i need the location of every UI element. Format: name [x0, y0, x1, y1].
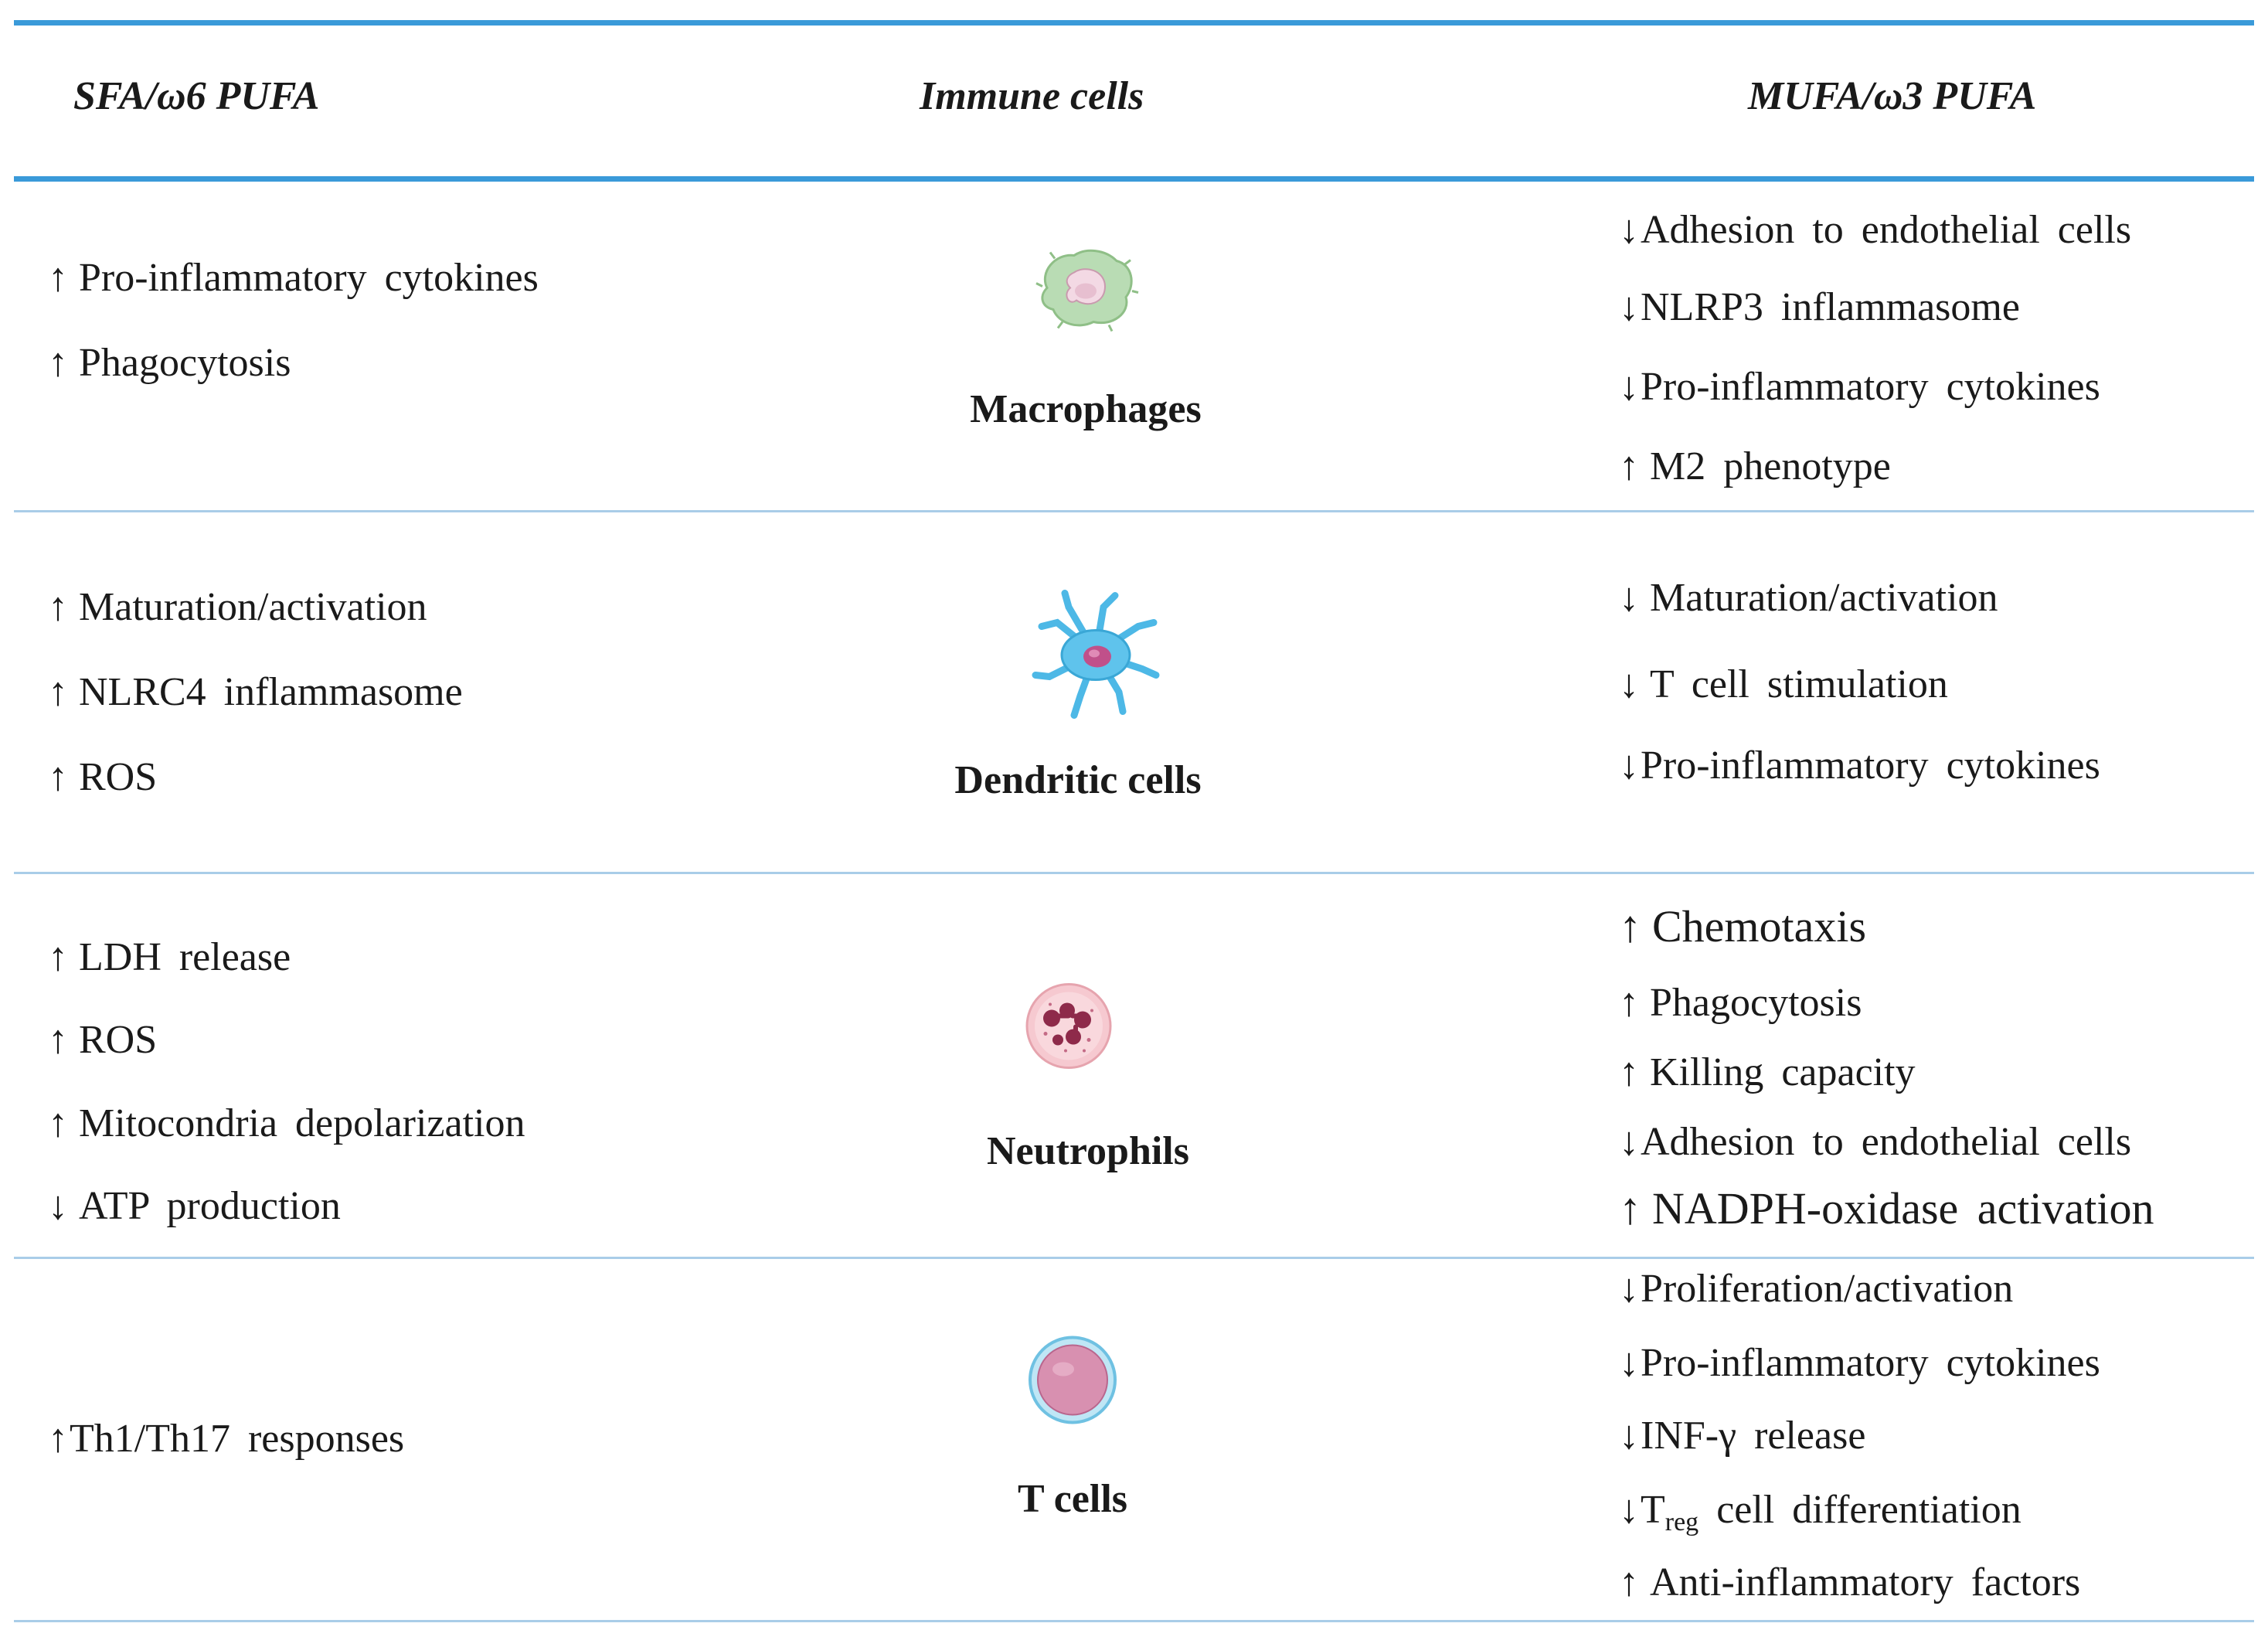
list-item: ↓Adhesion to endothelial cells	[1619, 1120, 2132, 1164]
cell-label-t-cells: T cells	[1017, 1477, 1128, 1521]
row-divider	[14, 872, 2254, 874]
neutrophil-icon	[1022, 980, 1115, 1077]
list-item: ↓Adhesion to endothelial cells	[1619, 208, 2132, 252]
list-item: ↑Mitocondria depolarization	[48, 1101, 525, 1145]
cell-label-dendritic-cells: Dendritic cells	[954, 758, 1202, 802]
list-item: ↑NLRC4 inflammasome	[48, 670, 463, 714]
macrophage-icon	[1032, 242, 1140, 339]
list-item: ↑NADPH-oxidase activation	[1619, 1183, 2154, 1234]
header-middle: Immune cells	[920, 74, 1144, 118]
row-divider	[14, 1257, 2254, 1259]
list-item: ↓Pro-inflammatory cytokines	[1619, 1341, 2100, 1385]
list-item: ↓ATP production	[48, 1184, 341, 1228]
list-item: ↓Proliferation/activation	[1619, 1267, 2014, 1311]
cell-label-macrophages: Macrophages	[970, 387, 1202, 431]
list-item: ↓Treg cell differentiation	[1619, 1488, 2021, 1536]
list-item: ↑LDH release	[48, 935, 291, 979]
list-item: ↑Killing capacity	[1619, 1050, 1916, 1094]
list-item: ↓NLRP3 inflammasome	[1619, 285, 2020, 329]
top-rule	[14, 20, 2254, 26]
list-item: ↓T cell stimulation	[1619, 662, 1948, 706]
list-item: ↑Pro-inflammatory cytokines	[48, 256, 539, 300]
list-item: ↓Pro-inflammatory cytokines	[1619, 744, 2100, 788]
bottom-rule	[14, 1620, 2254, 1622]
cell-label-neutrophils: Neutrophils	[987, 1129, 1189, 1173]
header-left: SFA/ω6 PUFA	[73, 74, 320, 118]
list-item: ↑Th1/Th17 responses	[48, 1417, 405, 1461]
t-cell-icon	[1026, 1334, 1119, 1431]
list-item: ↑M2 phenotype	[1619, 444, 1891, 488]
list-item: ↑ROS	[48, 755, 158, 799]
list-item: ↓Maturation/activation	[1619, 576, 1998, 620]
list-item: ↑Maturation/activation	[48, 585, 427, 629]
list-item: ↓INF-γ release	[1619, 1414, 1866, 1458]
header-rule	[14, 176, 2254, 182]
list-item: ↓Pro-inflammatory cytokines	[1619, 365, 2100, 409]
header-right: MUFA/ω3 PUFA	[1748, 74, 2037, 118]
list-item: ↑Phagocytosis	[1619, 981, 1862, 1025]
row-divider	[14, 510, 2254, 512]
list-item: ↑Phagocytosis	[48, 341, 291, 385]
list-item: ↑ROS	[48, 1018, 158, 1062]
list-item: ↑Chemotaxis	[1619, 901, 1867, 951]
dendritic-cell-icon	[1026, 584, 1165, 727]
list-item: ↑Anti-inflammatory factors	[1619, 1560, 2081, 1604]
